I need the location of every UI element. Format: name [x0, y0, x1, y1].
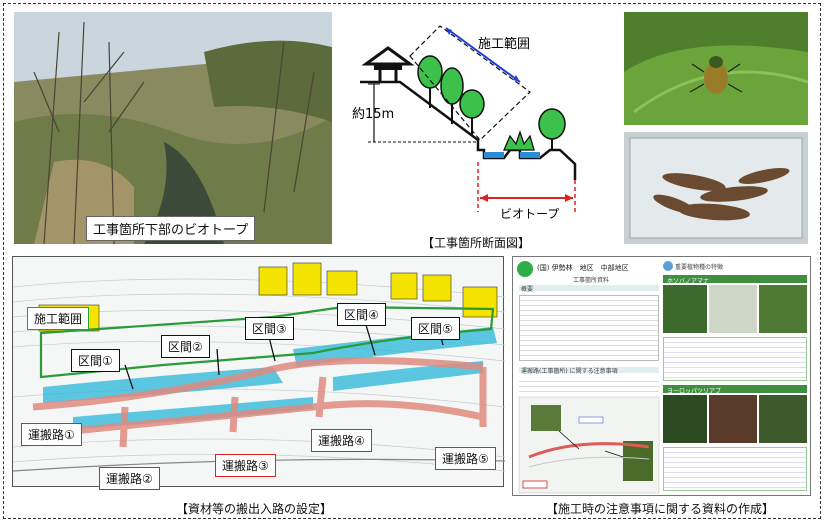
document-text-block-1: [519, 295, 659, 361]
zone-label-1: 区間①: [71, 349, 120, 372]
house-icon: [361, 46, 415, 82]
page-frame: [3, 3, 821, 519]
section-diagram-caption: 【工事箇所断面図】: [422, 236, 531, 250]
section-diagram: 約15m 施工範囲 ビオトープ: [352, 25, 577, 221]
construction-range-label: 施工範囲: [478, 37, 530, 52]
document-section-1: 概要: [521, 286, 534, 293]
plant-photo-2: [709, 285, 757, 333]
biotope-photo-art: [14, 12, 332, 245]
document-mini-map: [518, 396, 660, 494]
caution-document: (国) 伊勢林 地区 中部地区 工事箇所資料 概要 運搬路(工事箇所) に関する…: [512, 256, 811, 496]
biotope-photo: [14, 12, 332, 245]
plant-info-table-1: [663, 337, 807, 381]
zone-label-3: 区間③: [245, 317, 294, 340]
document-subheader: 工事箇所資料: [573, 277, 610, 284]
route-label-2: 運搬路②: [99, 467, 160, 490]
route-map-caption: 【資材等の搬出入路の設定】: [176, 502, 333, 516]
tree-icons: [417, 55, 566, 151]
zone-label-2: 区間②: [161, 335, 210, 358]
height-label: 約15m: [352, 107, 394, 122]
route-map: 施工範囲 区間① 区間② 区間③ 区間④ 区間⑤ 運搬路① 運搬路② 運搬路③ …: [12, 256, 506, 490]
plant-photo-3: [759, 285, 807, 333]
plant-photo-1: [663, 285, 707, 333]
route-label-5: 運搬路⑤: [435, 447, 496, 470]
plant-info-table-2: [663, 447, 807, 491]
fish-photo-art: [624, 132, 808, 244]
document-right-title: 重要植物種の特徴: [675, 264, 724, 271]
document-plant-1: ホソバノアマナ: [667, 278, 710, 285]
plant-photo-5: [709, 395, 757, 443]
document-logo: [517, 261, 533, 277]
beetle-photo-art: [624, 12, 809, 126]
zone-label-4: 区間④: [337, 303, 386, 326]
document-section-2: 運搬路(工事箇所) に関する注意事項: [521, 368, 618, 375]
document-plant-2: ヨーロッパツリアブ: [667, 388, 722, 395]
plant-photo-4: [663, 395, 707, 443]
plant-photo-6: [759, 395, 807, 443]
route-label-1: 運搬路①: [21, 423, 82, 446]
zone-label-5: 区間⑤: [411, 317, 460, 340]
biotope-label: ビオトープ: [500, 207, 559, 221]
document-caption: 【施工時の注意事項に関する資料の作成】: [546, 502, 775, 516]
map-construction-range-label: 施工範囲: [27, 307, 90, 330]
fish-photo: [624, 132, 808, 244]
biotope-photo-caption: 工事箇所下部のビオトープ: [86, 216, 256, 241]
beetle-photo: [624, 12, 809, 126]
route-label-3: 運搬路③: [215, 454, 276, 477]
document-header: (国) 伊勢林 地区 中部地区: [537, 264, 629, 272]
route-label-4: 運搬路④: [311, 429, 372, 452]
